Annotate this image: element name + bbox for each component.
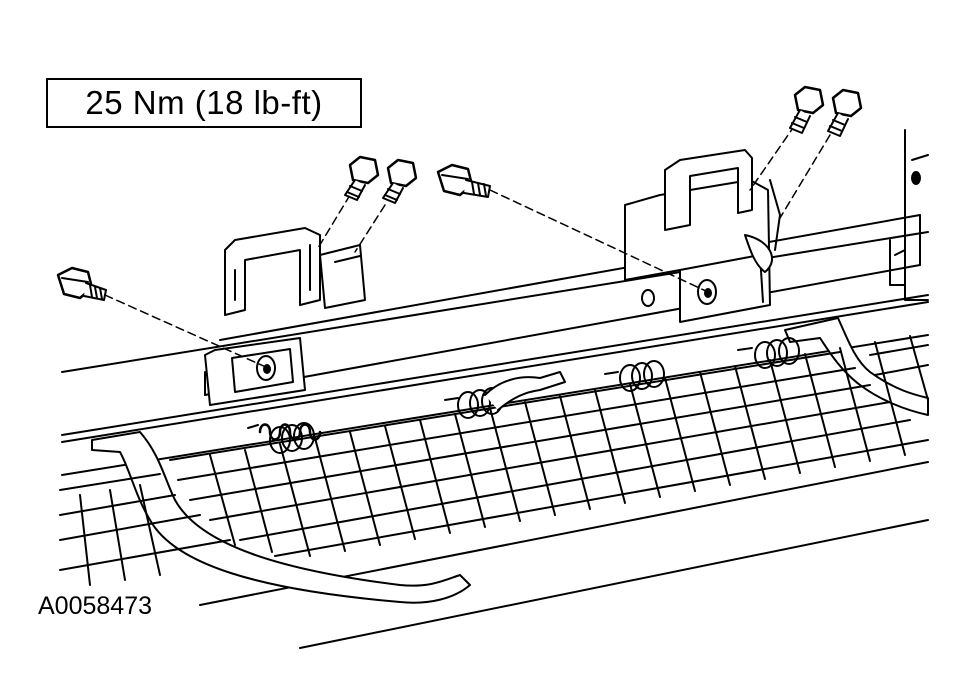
rail-top-edge-2 (62, 302, 928, 442)
leader-bolt-a (318, 195, 350, 248)
coil-spring-icon (248, 423, 320, 453)
floor-line-2 (300, 520, 928, 648)
hex-head-bolt-icon (790, 87, 823, 133)
cross-wires (80, 336, 928, 585)
upper-rail-line (62, 232, 928, 372)
coil-spring-icon (445, 372, 565, 418)
left-mounting-bracket (205, 228, 365, 405)
leader-center-bolt (490, 190, 708, 292)
leader-bolt-c (750, 125, 795, 190)
rear-frame-bar (785, 318, 928, 415)
frame-rails (62, 215, 928, 648)
hex-head-bolt-icon (438, 165, 490, 197)
left-loop-handle (225, 228, 320, 315)
left-wires (60, 474, 230, 570)
right-loop-handle (665, 150, 752, 230)
bracket-rail-bottom (205, 265, 920, 395)
bracket-rail-ends (205, 215, 920, 395)
leader-bolt-b (355, 205, 385, 252)
hex-head-bolt-icon (58, 268, 106, 300)
bolt-hole (642, 290, 654, 306)
figure-id: A0058473 (38, 592, 153, 620)
coil-spring-icon (605, 361, 664, 391)
bracket-rail-top (220, 215, 920, 340)
leader-bolt-d (780, 135, 830, 218)
hex-head-bolt-icon (345, 157, 378, 200)
hex-head-bolt-icon (828, 90, 861, 136)
right-mounting-bracket (625, 150, 780, 322)
coil-spring-icon (738, 338, 799, 368)
hex-head-bolt-icon (383, 160, 416, 203)
rail-top-edge (62, 295, 928, 435)
torque-spec-label: 25 Nm (18 lb-ft) (46, 78, 362, 128)
front-frame-bar (92, 432, 470, 603)
seat-wire-frame (60, 318, 928, 603)
leader-lines (105, 125, 830, 368)
leader-left-bolt (105, 295, 268, 368)
